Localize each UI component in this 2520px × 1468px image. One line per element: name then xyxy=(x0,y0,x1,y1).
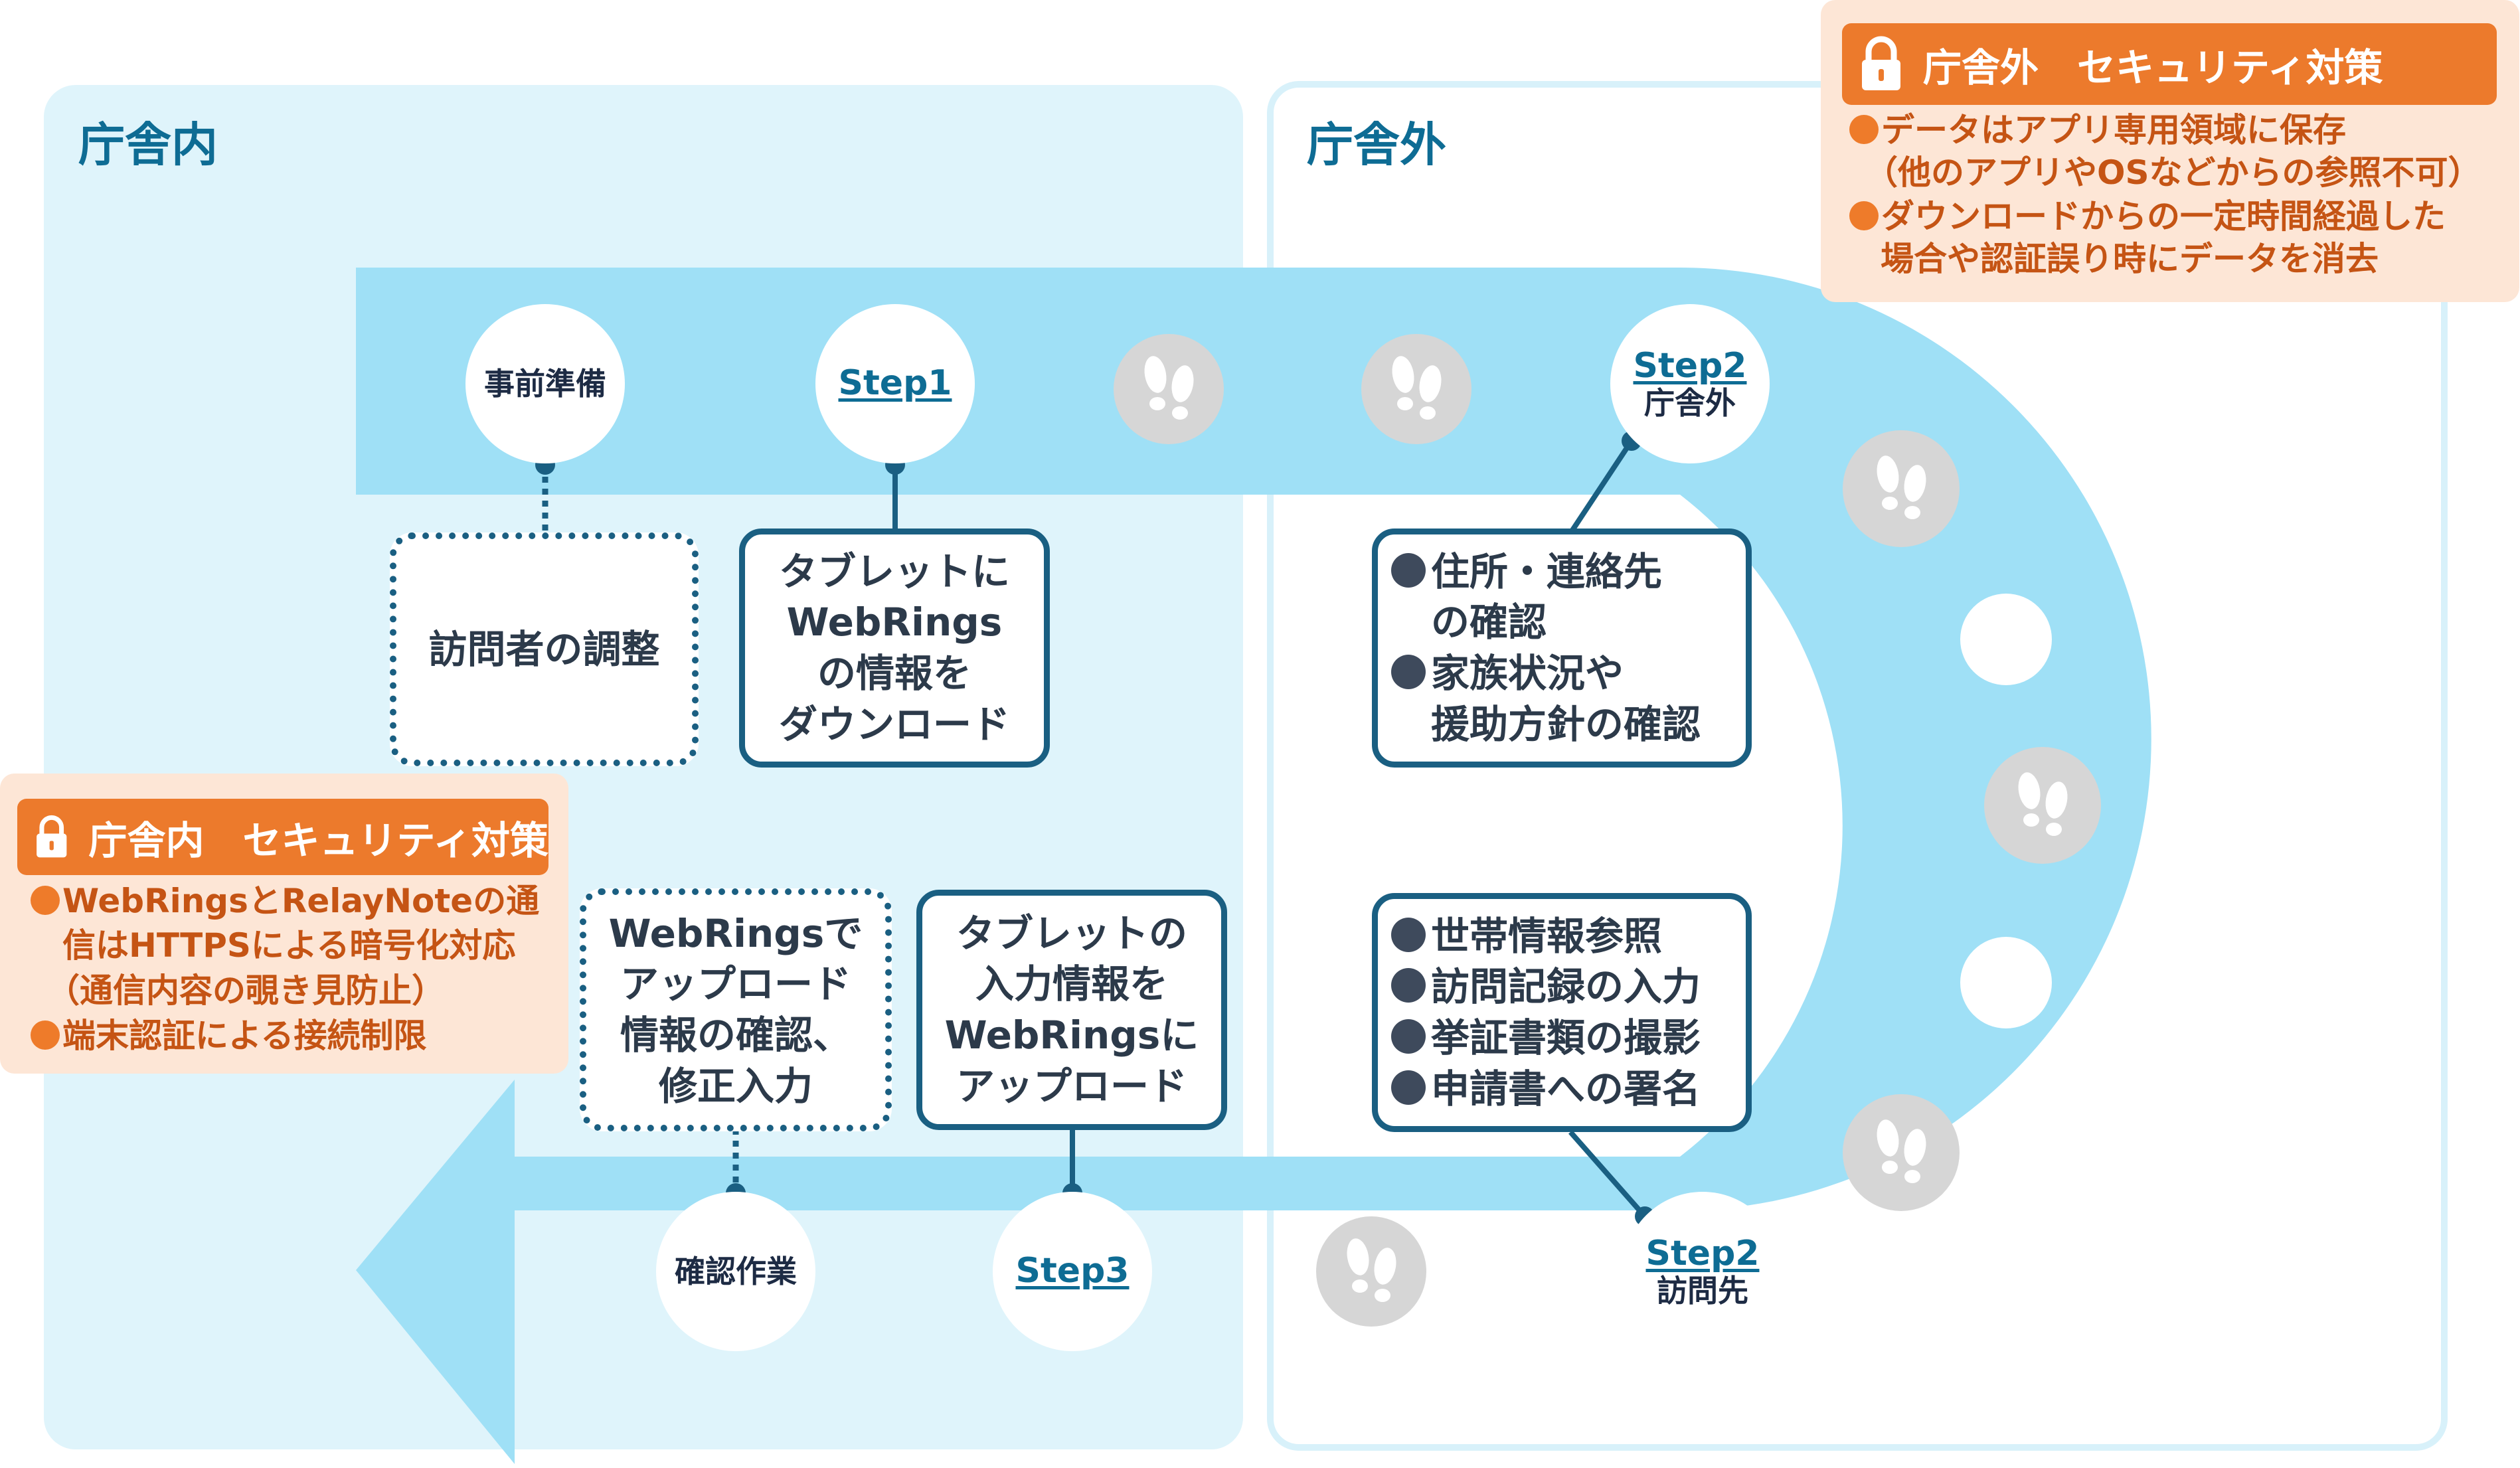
box-visitor-adjust: 訪問者の調整 xyxy=(390,532,699,766)
box-download-line: WebRings xyxy=(786,600,1003,645)
list-item: 訪問記録の入力 xyxy=(1391,961,1746,1013)
track-shape xyxy=(356,268,2151,1464)
security-inside-line: WebRingsとRelayNoteの通 xyxy=(62,882,540,920)
bullet-icon xyxy=(1391,1019,1426,1054)
box-upload-confirm-line: 情報の確認、 xyxy=(620,1013,851,1058)
security-inside-line: 端末認証による接続制限 xyxy=(62,1017,427,1055)
list-item-line: 申請書への署名 xyxy=(1431,1066,1701,1111)
node-step2-visit-label[interactable]: Step2 xyxy=(1645,1233,1760,1273)
security-outside-item: データはアプリ専用領域に保存 xyxy=(1849,109,2346,152)
inside-region-title: 庁舎内 xyxy=(78,118,218,172)
security-inside-item: 信はHTTPSによる暗号化対応 xyxy=(62,924,515,967)
box-address-check: 住所・連絡先 の確認 家族状況や 援助方針の確認 xyxy=(1372,529,1752,768)
track-dot xyxy=(1960,937,2052,1028)
security-outside-line: データはアプリ専用領域に保存 xyxy=(1881,111,2346,149)
list-item: 住所・連絡先 の確認 xyxy=(1391,546,1746,648)
connector-step2-outside xyxy=(1569,439,1634,533)
lock-icon xyxy=(1862,36,1900,90)
security-inside-line: 信はHTTPSによる暗号化対応 xyxy=(62,926,516,965)
bullet-icon xyxy=(1391,552,1426,588)
bullet-icon xyxy=(1849,115,1879,144)
track-dot xyxy=(1960,594,2052,685)
security-inside-line: （通信内容の覗き見防止） xyxy=(46,971,445,1010)
list-item-line: の確認 xyxy=(1431,600,1547,645)
security-inside-title: 庁舎内 セキュリティ対策 xyxy=(88,817,548,863)
list-item-line: 世帯情報参照 xyxy=(1431,913,1663,959)
connector-step2-visit xyxy=(1568,1130,1647,1218)
lock-icon xyxy=(37,815,67,857)
node-prep-label: 事前準備 xyxy=(484,365,606,402)
security-outside-title: 庁舎外 セキュリティ対策 xyxy=(1923,44,2383,90)
list-item-line: 援助方針の確認 xyxy=(1431,701,1701,747)
list-item-line: 住所・連絡先 xyxy=(1431,548,1663,594)
footprints-circle xyxy=(1843,1094,1960,1211)
security-inside-item: 端末認証による接続制限 xyxy=(31,1015,427,1058)
list-item-line: 訪問記録の入力 xyxy=(1431,964,1701,1010)
list-item: 家族状況や 援助方針の確認 xyxy=(1391,648,1746,750)
node-confirm-work-label: 確認作業 xyxy=(675,1253,797,1289)
box-upload-confirm-line: 修正入力 xyxy=(658,1063,813,1109)
list-item: 世帯情報参照 xyxy=(1391,911,1746,962)
footprints-icon xyxy=(1144,356,1194,420)
node-step2-visit-sub: 訪問先 xyxy=(1657,1273,1748,1309)
bullet-icon xyxy=(1391,917,1426,952)
list-item: 挙証書類の撮影 xyxy=(1391,1013,1746,1064)
box-upload: タブレットの 入力情報を WebRingsに アップロード xyxy=(916,890,1227,1130)
box-upload-line: 入力情報を xyxy=(975,961,1168,1007)
node-step3-label[interactable]: Step3 xyxy=(1015,1251,1130,1291)
security-outside-line: ダウンロードからの一定時間経過した xyxy=(1881,197,2446,236)
footprints-circle xyxy=(1984,747,2101,864)
box-download: タブレットに WebRings の情報を ダウンロード xyxy=(739,529,1050,768)
security-inside-header: 庁舎内 セキュリティ対策 xyxy=(17,799,548,875)
list-item-line: 家族状況や xyxy=(1431,651,1624,696)
footprints-circle xyxy=(1316,1216,1426,1327)
box-download-line: タブレットに xyxy=(778,548,1010,594)
bullet-icon xyxy=(1391,968,1426,1003)
box-upload-confirm: WebRingsで アップロード 情報の確認、 修正入力 xyxy=(580,888,892,1131)
box-upload-line: タブレットの xyxy=(956,910,1187,956)
footprints-circle xyxy=(1361,334,1471,444)
bullet-icon xyxy=(31,886,60,915)
list-item-line: 挙証書類の撮影 xyxy=(1431,1015,1701,1060)
security-outside-item: 場合や認証誤り時にデータを消去 xyxy=(1881,238,2379,281)
box-upload-line: アップロード xyxy=(956,1063,1187,1109)
footprints-icon xyxy=(1877,1119,1926,1183)
node-step3: Step3 xyxy=(993,1192,1152,1351)
security-outside-item: ダウンロードからの一定時間経過した xyxy=(1849,195,2446,238)
footprints-icon xyxy=(2018,772,2068,836)
box-download-line: の情報を xyxy=(817,651,971,696)
footprints-icon xyxy=(1347,1238,1396,1302)
node-prep: 事前準備 xyxy=(465,304,625,463)
box-upload-confirm-line: WebRingsで xyxy=(608,910,863,956)
bullet-icon xyxy=(1391,655,1426,689)
box-household: 世帯情報参照 訪問記録の入力 挙証書類の撮影 申請書への署名 xyxy=(1372,893,1752,1132)
box-download-line: ダウンロード xyxy=(778,701,1010,747)
box-upload-confirm-line: アップロード xyxy=(620,961,851,1007)
bullet-icon xyxy=(1391,1070,1426,1105)
node-step1: Step1 xyxy=(815,304,975,463)
footprints-circle xyxy=(1843,430,1960,547)
security-inside-item: （通信内容の覗き見防止） xyxy=(46,969,445,1013)
footprints-icon xyxy=(1877,455,1926,519)
bullet-icon xyxy=(1849,201,1879,230)
node-step2-outside: Step2 庁舎外 xyxy=(1610,304,1770,463)
node-step1-label[interactable]: Step1 xyxy=(838,363,952,404)
node-confirm-work: 確認作業 xyxy=(656,1192,815,1351)
box-visitor-adjust-line: 訪問者の調整 xyxy=(428,626,660,672)
security-inside-item: WebRingsとRelayNoteの通 xyxy=(31,880,539,923)
security-outside-line: （他のアプリやOSなどからの参照不可） xyxy=(1865,153,2481,192)
node-step2-visit: Step2 訪問先 xyxy=(1623,1192,1782,1351)
node-step2-outside-label[interactable]: Step2 xyxy=(1633,345,1747,386)
list-item: 申請書への署名 xyxy=(1391,1064,1746,1115)
bullet-icon xyxy=(31,1020,60,1050)
box-upload-line: WebRingsに xyxy=(944,1013,1199,1058)
footprints-icon xyxy=(1392,356,1442,420)
security-outside-line: 場合や認証誤り時にデータを消去 xyxy=(1881,240,2379,278)
security-outside-header: 庁舎外 セキュリティ対策 xyxy=(1842,23,2497,105)
node-step2-outside-sub: 庁舎外 xyxy=(1644,385,1736,422)
security-outside-item: （他のアプリやOSなどからの参照不可） xyxy=(1865,151,2481,195)
footprints-circle xyxy=(1114,334,1224,444)
outside-region-title: 庁舎外 xyxy=(1307,118,1446,172)
